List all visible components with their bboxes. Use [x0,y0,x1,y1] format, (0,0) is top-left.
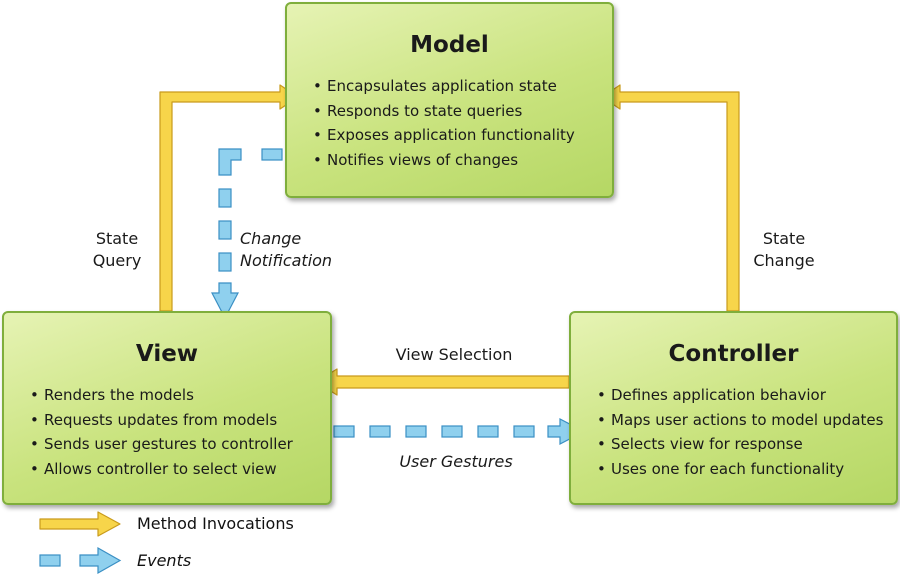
model-responsibilities: Encapsulates application state Responds … [313,74,575,172]
user-gestures-arrow [333,418,586,445]
list-item: Renders the models [30,383,293,408]
list-item: Exposes application functionality [313,123,575,148]
list-item: Defines application behavior [597,383,883,408]
view-box: View Renders the models Requests updates… [2,311,332,505]
state-query-line-1: State [95,229,139,248]
controller-box: Controller Defines application behavior … [569,311,898,505]
change-notification-line-2: Notification [240,251,333,270]
state-change-label: State Change [744,228,824,272]
list-item: Selects view for response [597,432,883,457]
legend-events-label: Events [137,551,192,570]
list-item: Notifies views of changes [313,148,575,173]
legend-method-icon [39,511,121,537]
user-gestures-label: User Gestures [399,452,513,471]
model-box: Model Encapsulates application state Res… [285,2,614,198]
list-item: Encapsulates application state [313,74,575,99]
model-title: Model [410,32,489,58]
view-title: View [135,341,199,367]
state-query-label: State Query [82,228,152,272]
change-notification-label: Change Notification [240,228,360,272]
state-change-arrow [601,84,740,312]
list-item: Sends user gestures to controller [30,432,293,457]
state-change-line-1: State [762,229,806,248]
list-item: Maps user actions to model updates [597,408,883,433]
legend-method-label: Method Invocations [137,514,294,533]
legend-events-icon [39,546,122,575]
list-item: Responds to state queries [313,99,575,124]
change-notification-line-1: Change [240,229,302,248]
controller-title: Controller [668,341,799,367]
view-selection-label: View Selection [395,345,513,364]
controller-responsibilities: Defines application behavior Maps user a… [597,383,883,481]
list-item: Requests updates from models [30,408,293,433]
view-responsibilities: Renders the models Requests updates from… [30,383,293,481]
list-item: Allows controller to select view [30,457,293,482]
state-change-line-2: Change [753,251,815,270]
change-notification-arrow [211,148,283,320]
view-selection-arrow [315,368,570,396]
list-item: Uses one for each functionality [597,457,883,482]
state-query-line-2: Query [92,251,142,270]
